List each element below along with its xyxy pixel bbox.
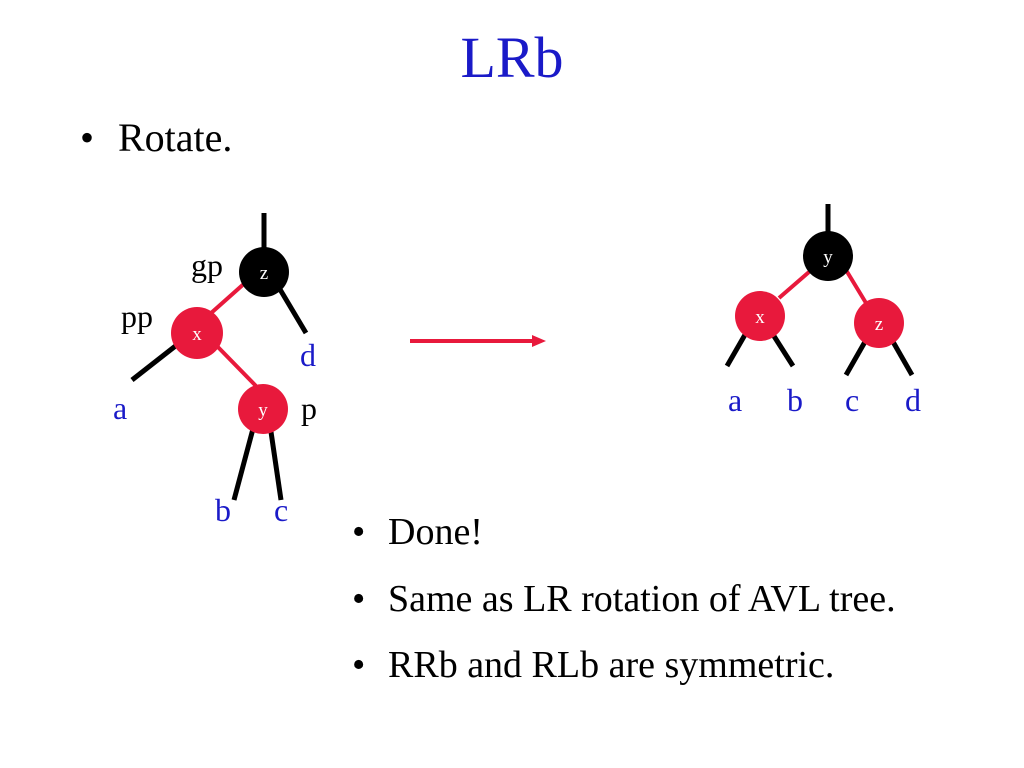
label-gp: gp xyxy=(191,247,223,283)
label-pp: pp xyxy=(121,298,153,334)
subtree-d: d xyxy=(905,382,921,418)
subtree-c: c xyxy=(274,492,288,528)
bullet-dot: • xyxy=(352,578,366,620)
edge-x-y xyxy=(212,341,258,388)
node-x-label: x xyxy=(192,324,202,345)
node-z-red xyxy=(854,298,904,348)
before-tree: z x y gp pp p d a b c xyxy=(113,213,317,528)
node-x-red xyxy=(171,307,223,359)
bullet-text: Rotate. xyxy=(118,115,233,160)
edge-z-d xyxy=(889,338,915,377)
edge-x-a xyxy=(130,342,180,382)
bullet-rotate: • Rotate. xyxy=(80,112,232,164)
label-p: p xyxy=(301,390,317,426)
edge-y-z xyxy=(844,268,868,305)
node-z-label: z xyxy=(260,263,268,284)
node-y-black xyxy=(803,231,853,281)
bullet-done: • Done! xyxy=(352,508,483,556)
subtree-a: a xyxy=(113,390,127,426)
edge-x-b xyxy=(769,331,796,368)
edge-y-x xyxy=(777,270,811,300)
bullet-text: Done! xyxy=(388,511,483,553)
subtree-d: d xyxy=(300,337,316,373)
edge-z-c xyxy=(843,338,869,377)
subtree-c: c xyxy=(845,382,859,418)
edge-x-a xyxy=(724,331,749,368)
node-y-label: y xyxy=(823,247,833,268)
edge-z-x xyxy=(208,280,248,316)
rotation-arrow xyxy=(410,335,546,347)
edge-z-d xyxy=(275,284,309,335)
bullet-text: Same as LR rotation of AVL tree. xyxy=(388,578,896,620)
slide-title: LRb xyxy=(460,25,564,90)
bullet-symmetric: • RRb and RLb are symmetric. xyxy=(352,641,834,689)
bullet-dot: • xyxy=(352,644,366,686)
edge-y-b xyxy=(231,424,257,501)
after-tree: y x z a b c d xyxy=(724,204,921,418)
node-x-label: x xyxy=(755,307,765,328)
node-y-red xyxy=(238,384,288,434)
node-z-label: z xyxy=(875,314,883,335)
node-x-red xyxy=(735,291,785,341)
arrow-head-icon xyxy=(532,335,546,347)
edge-y-c xyxy=(267,424,284,501)
subtree-a: a xyxy=(728,382,742,418)
subtree-b: b xyxy=(787,382,803,418)
subtree-b: b xyxy=(215,492,231,528)
bullet-dot: • xyxy=(80,115,95,160)
node-z-black xyxy=(239,247,289,297)
node-y-label: y xyxy=(258,400,268,421)
bullet-same-as-avl: • Same as LR rotation of AVL tree. xyxy=(352,575,896,623)
bullet-dot: • xyxy=(352,511,366,553)
bullet-text: RRb and RLb are symmetric. xyxy=(388,644,835,686)
